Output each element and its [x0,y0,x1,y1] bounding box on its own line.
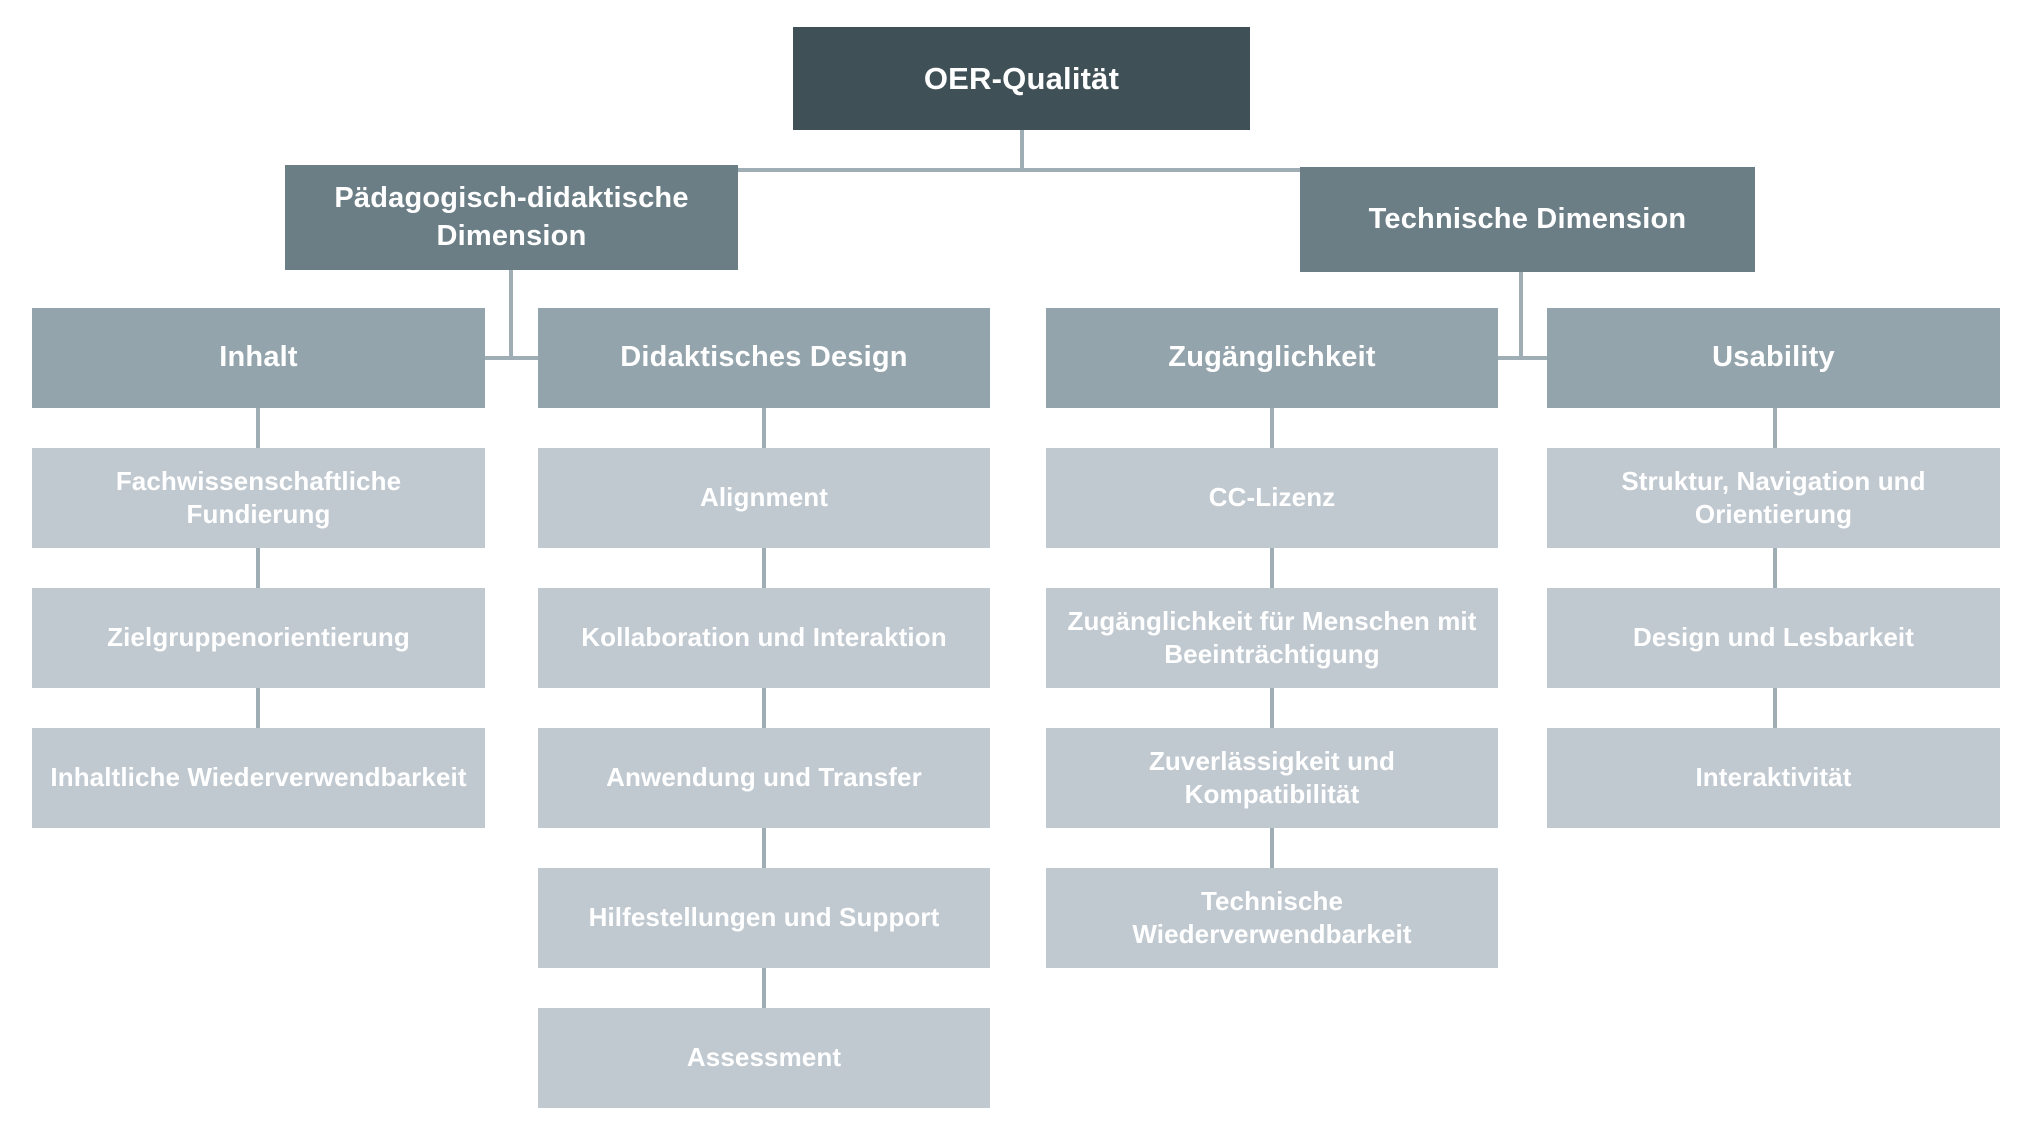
connector-dim2-stem [1519,272,1523,360]
node-dimension-paedagogisch-didaktisch[interactable]: Pädagogisch-didaktische Dimension [285,165,738,270]
node-criterion-label: Inhaltliche Wiederverwendbarkeit [50,762,467,793]
connector-dim2-entry [1250,168,1304,172]
connector-root-spine [511,168,1528,172]
connector-col1-seg2 [256,548,260,592]
connector-col1-seg1 [256,408,260,452]
node-criterion-kollaboration-und-interaktion[interactable]: Kollaboration und Interaktion [538,588,990,688]
node-category-zugaenglichkeit[interactable]: Zugänglichkeit [1046,308,1498,408]
connector-col2-seg2 [762,548,766,592]
node-criterion-label: Alignment [699,482,828,513]
node-criterion-label: Zielgruppenorientierung [107,622,410,653]
connector-col3-seg4 [1270,828,1274,872]
connector-col3-seg3 [1270,688,1274,732]
node-criterion-zugaenglichkeit-fuer-menschen-mit-beeintraechtigung[interactable]: Zugänglichkeit für Menschen mit Beeinträ… [1046,588,1498,688]
node-dimension-technische[interactable]: Technische Dimension [1300,167,1755,272]
connector-root-stem [1020,130,1024,170]
connector-col2-seg1 [762,408,766,452]
node-criterion-label: Anwendung und Transfer [606,762,922,793]
node-criterion-design-und-lesbarkeit[interactable]: Design und Lesbarkeit [1547,588,2000,688]
node-category-label: Zugänglichkeit [1168,341,1376,374]
node-criterion-label: Hilfestellungen und Support [588,902,940,933]
node-criterion-assessment[interactable]: Assessment [538,1008,990,1108]
node-criterion-zielgruppenorientierung[interactable]: Zielgruppenorientierung [32,588,485,688]
node-criterion-label: Technische Wiederverwendbarkeit [1132,885,1412,949]
node-criterion-hilfestellungen-und-support[interactable]: Hilfestellungen und Support [538,868,990,968]
connector-col3-seg2 [1270,548,1274,592]
node-root-label: OER-Qualität [923,60,1120,96]
node-criterion-zuverlaessigkeit-und-kompatibilitaet[interactable]: Zuverlässigkeit und Kompatibilität [1046,728,1498,828]
node-criterion-label: Kollaboration und Interaktion [581,622,947,653]
node-criterion-alignment[interactable]: Alignment [538,448,990,548]
node-criterion-label: Struktur, Navigation und Orientierung [1621,465,1926,529]
node-criterion-fachwissenschaftliche-fundierung[interactable]: Fachwissenschaftliche Fundierung [32,448,485,548]
node-criterion-label: Assessment [686,1042,842,1073]
node-criterion-interaktivitaet[interactable]: Interaktivität [1547,728,2000,828]
node-criterion-inhaltliche-wiederverwendbarkeit[interactable]: Inhaltliche Wiederverwendbarkeit [32,728,485,828]
node-criterion-cc-lizenz[interactable]: CC-Lizenz [1046,448,1498,548]
connector-col3-seg1 [1270,408,1274,452]
node-criterion-label: Fachwissenschaftliche Fundierung [115,465,402,529]
node-category-didaktisches-design[interactable]: Didaktisches Design [538,308,990,408]
node-criterion-label: Zugänglichkeit für Menschen mit Beeinträ… [1067,605,1477,669]
node-category-usability[interactable]: Usability [1547,308,2000,408]
node-criterion-label: Interaktivität [1695,762,1852,793]
connector-col2-seg3 [762,688,766,732]
node-dimension-label: Pädagogisch-didaktische Dimension [334,182,689,252]
node-criterion-label: Design und Lesbarkeit [1633,622,1914,653]
connector-col4-seg3 [1773,688,1777,732]
connector-col2-seg5 [762,968,766,1012]
node-root-oer-qualitaet[interactable]: OER-Qualität [793,27,1250,130]
node-category-label: Didaktisches Design [620,341,908,374]
connector-dim1-spine [256,356,766,360]
connector-dim1-entry [736,168,796,172]
node-criterion-label: CC-Lizenz [1208,482,1336,513]
node-category-label: Inhalt [219,341,298,374]
connector-col4-seg2 [1773,548,1777,592]
node-category-label: Usability [1712,341,1835,374]
node-criterion-anwendung-und-transfer[interactable]: Anwendung und Transfer [538,728,990,828]
node-criterion-struktur-navigation-und-orientierung[interactable]: Struktur, Navigation und Orientierung [1547,448,2000,548]
node-criterion-label: Zuverlässigkeit und Kompatibilität [1148,745,1396,809]
node-criterion-technische-wiederverwendbarkeit[interactable]: Technische Wiederverwendbarkeit [1046,868,1498,968]
node-dimension-label: Technische Dimension [1368,202,1687,235]
connector-dim2-spine [1270,356,1780,360]
connector-col4-seg1 [1773,408,1777,452]
connector-col1-seg3 [256,688,260,732]
connector-col2-seg4 [762,828,766,872]
connector-dim1-stem [509,270,513,360]
node-category-inhalt[interactable]: Inhalt [32,308,485,408]
